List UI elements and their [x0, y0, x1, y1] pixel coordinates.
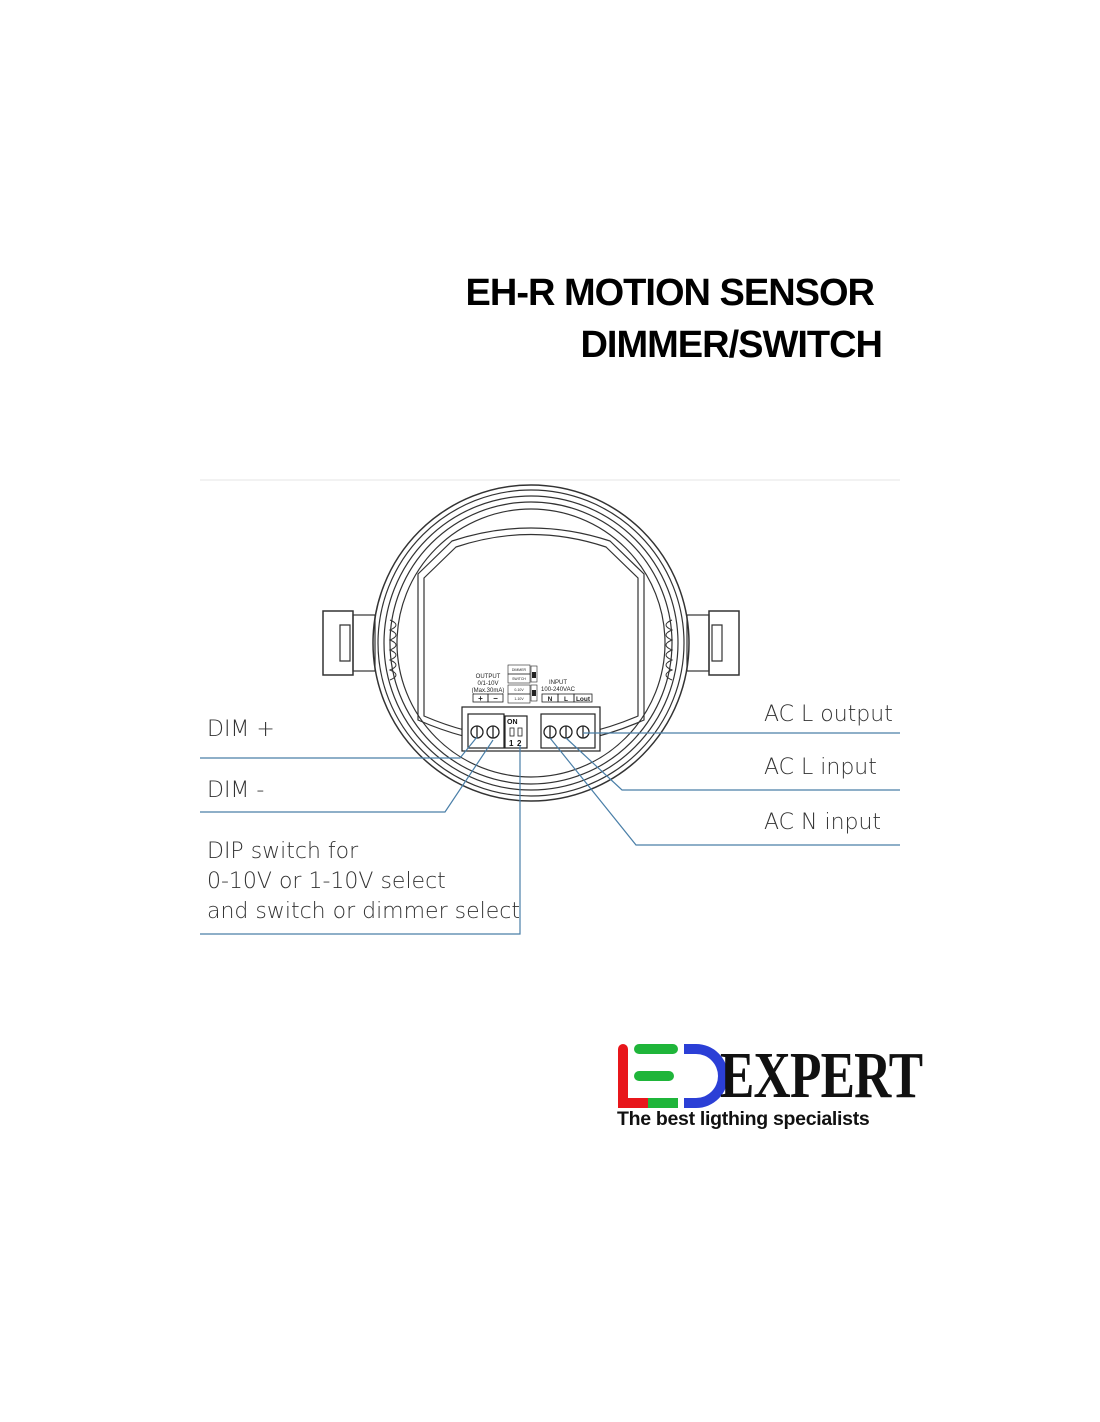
- output-max: (Max.30mA): [472, 688, 505, 694]
- ac-n-input-label: AC N input: [764, 810, 882, 835]
- right-spring-clip: [665, 610, 740, 681]
- dip-switch-callout-line3: and switch or dimmer select: [207, 899, 520, 924]
- dim-plus-label: DIM +: [207, 717, 275, 742]
- plus-label: +: [478, 694, 483, 703]
- led-logo-mark: [618, 1044, 726, 1108]
- term-l-label: L: [564, 696, 568, 703]
- dip-110-label: 1-10V: [514, 697, 524, 701]
- output-range: 0/1-10V: [477, 681, 498, 687]
- logo-tagline: The best ligthing specialists: [617, 1108, 870, 1130]
- dip-switch-label: SWITCH: [512, 677, 526, 681]
- term-n-label: N: [548, 696, 553, 703]
- ac-l-output-label: AC L output: [764, 702, 893, 727]
- dip-switch-callout-line2: 0-10V or 1-10V select: [207, 869, 446, 894]
- output-label: OUTPUT: [476, 674, 501, 680]
- sensor-housing: [322, 484, 740, 802]
- logo-wordmark: EXPERT: [720, 1039, 923, 1112]
- dim-minus-line: [200, 739, 494, 813]
- dip-010-label: 0-10V: [514, 688, 524, 692]
- dip-on-label: ON: [507, 719, 518, 726]
- title-line-2: DIMMER/SWITCH: [580, 324, 883, 366]
- dip-line: [200, 745, 521, 935]
- ac-l-input-line: [565, 737, 900, 791]
- input-label: INPUT: [549, 680, 567, 686]
- minus-label: −: [493, 694, 498, 703]
- ledexpert-logo: EXPERT The best ligthing specialists: [616, 1039, 923, 1140]
- dip-2-label: 2: [517, 739, 522, 748]
- ac-l-input-label: AC L input: [764, 755, 877, 780]
- terminal-block: [461, 706, 601, 752]
- term-lout-label: Lout: [576, 696, 591, 703]
- input-range: 100-240VAC: [541, 687, 576, 693]
- ac-n-input-line: [549, 737, 900, 846]
- dip-dimmer-label: DIMMER: [512, 668, 527, 672]
- dip-switch-callout-line1: DIP switch for: [207, 839, 359, 864]
- device-labels: OUTPUT 0/1-10V (Max.30mA) + − DIMMER SWI…: [472, 664, 593, 704]
- callout-lines: [200, 732, 900, 935]
- dim-minus-label: DIM -: [207, 778, 265, 803]
- dim-plus-line: [200, 736, 478, 759]
- title-line-1: EH-R MOTION SENSOR: [465, 272, 875, 314]
- dip-1-label: 1: [509, 739, 514, 748]
